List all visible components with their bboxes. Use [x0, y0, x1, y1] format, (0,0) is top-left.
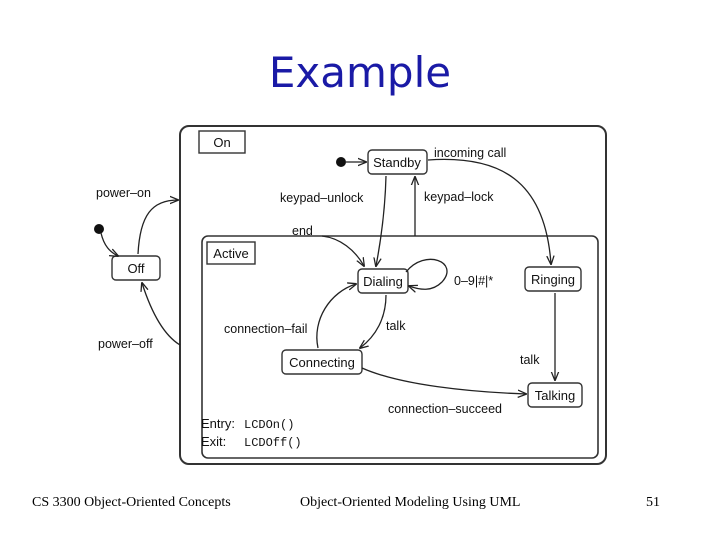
exit-label: Exit: [201, 434, 226, 449]
label-keypad-lock: keypad–lock [424, 190, 494, 204]
transition-digits-self [405, 258, 448, 289]
transition-keypad-unlock [376, 175, 387, 266]
label-keypad-unlock: keypad–unlock [280, 191, 364, 205]
transition-connection-succeed [361, 367, 526, 394]
state-connecting [281, 349, 363, 375]
transition-power-on [137, 200, 178, 255]
composite-tab-active [206, 241, 256, 265]
transition-connection-fail [316, 284, 356, 349]
state-label-dialing: Dialing [363, 274, 403, 289]
label-talk-dialing: talk [386, 319, 406, 333]
composite-label-on: On [213, 135, 230, 150]
state-label-ringing: Ringing [531, 272, 575, 287]
slide-title: Example [268, 48, 452, 97]
transition-incoming-call [427, 158, 551, 264]
state-off [111, 255, 161, 281]
state-label-connecting: Connecting [289, 355, 355, 370]
label-talk-ringing: talk [520, 353, 540, 367]
label-digits: 0–9|#|* [454, 274, 493, 288]
page-number: 51 [646, 495, 660, 510]
state-dialing [357, 268, 409, 294]
label-power-off: power–off [98, 337, 153, 351]
state-talking [527, 382, 583, 408]
transition-talk-dialing [360, 294, 387, 348]
label-connection-succeed: connection–succeed [388, 402, 502, 416]
transition-initial-off [100, 232, 118, 256]
initial-state-dot-standby [336, 157, 346, 167]
state-ringing [524, 266, 582, 292]
footer-topic: Object-Oriented Modeling Using UML [300, 495, 521, 510]
footer-course: CS 3300 Object-Oriented Concepts [32, 495, 231, 510]
exit-action: LCDOff() [244, 436, 302, 450]
state-label-off: Off [127, 261, 144, 276]
composite-label-active: Active [213, 246, 248, 261]
composite-state-on [179, 125, 607, 465]
label-end: end [292, 224, 313, 238]
composite-state-active [201, 235, 599, 459]
composite-tab-on [198, 130, 246, 154]
state-standby [367, 149, 428, 175]
label-power-on: power–on [96, 186, 151, 200]
transition-power-off [142, 283, 181, 346]
state-label-standby: Standby [373, 155, 421, 170]
transition-end [321, 235, 364, 266]
initial-state-dot-off [94, 224, 104, 234]
label-incoming-call: incoming call [434, 146, 506, 160]
entry-label: Entry: [201, 416, 235, 431]
state-label-talking: Talking [535, 388, 575, 403]
entry-action: LCDOn() [244, 418, 294, 432]
label-connection-fail: connection–fail [224, 322, 307, 336]
